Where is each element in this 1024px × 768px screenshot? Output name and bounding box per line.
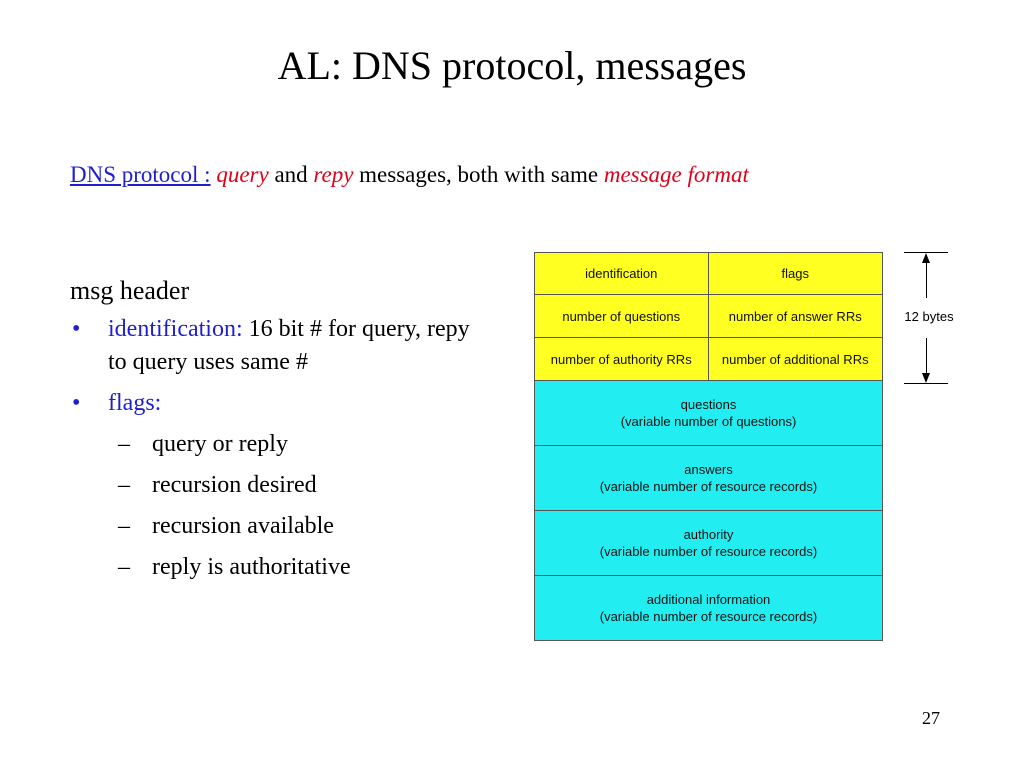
header-cell-num-authority-rrs: number of authority RRs xyxy=(534,338,709,381)
section-detail: (variable number of questions) xyxy=(620,414,797,429)
flag-item-text: recursion desired xyxy=(152,472,317,498)
and-word: and xyxy=(274,162,308,187)
header-size-bracket: 12 bytes xyxy=(904,252,954,384)
subtitle-line: DNS protocol : query and repy messages, … xyxy=(70,160,749,190)
header-cell-flags: flags xyxy=(708,252,883,295)
section-name: authority xyxy=(683,527,734,542)
section-name: questions xyxy=(680,397,737,412)
subtitle-middle-text: messages, both with same xyxy=(359,162,599,187)
section-name: additional information xyxy=(646,592,771,607)
flag-item: – recursion available xyxy=(70,510,470,543)
message-format-term: message format xyxy=(603,162,749,187)
bracket-bottom-tick xyxy=(904,383,948,384)
bullet-flags: • flags: xyxy=(70,387,470,420)
flag-item: – recursion desired xyxy=(70,469,470,502)
msg-header-section: msg header • identification: 16 bit # fo… xyxy=(70,274,470,592)
section-name: answers xyxy=(684,462,733,477)
bracket-top-tick xyxy=(904,252,948,253)
header-row: identification flags xyxy=(534,252,883,295)
msg-header-heading: msg header xyxy=(70,276,190,305)
header-row: number of authority RRs number of additi… xyxy=(534,338,883,381)
page-number: 27 xyxy=(922,708,940,728)
dash-icon: – xyxy=(118,472,130,498)
repy-term: repy xyxy=(313,162,354,187)
dns-message-format-diagram: identification flags number of questions… xyxy=(534,252,883,641)
dash-icon: – xyxy=(118,554,130,580)
header-row: number of questions number of answer RRs xyxy=(534,295,883,338)
bullet-dot-icon: • xyxy=(72,390,81,416)
query-term: query xyxy=(216,162,269,187)
flag-item-text: recursion available xyxy=(152,513,334,539)
header-size-label: 12 bytes xyxy=(904,309,954,324)
section-additional-information: additional information (variable number … xyxy=(534,576,883,641)
bracket-lower-line xyxy=(926,338,927,374)
arrow-down-icon xyxy=(922,373,930,383)
bullet-identification: • identification: 16 bit # for query, re… xyxy=(70,313,470,379)
section-detail: (variable number of resource records) xyxy=(599,479,818,494)
dns-protocol-link[interactable]: DNS protocol : xyxy=(70,162,211,187)
header-cell-num-questions: number of questions xyxy=(534,295,709,338)
flag-item-text: query or reply xyxy=(152,431,288,457)
dash-icon: – xyxy=(118,513,130,539)
bracket-upper-line xyxy=(926,262,927,298)
arrow-up-icon xyxy=(922,253,930,263)
section-authority: authority (variable number of resource r… xyxy=(534,511,883,576)
identification-term: identification: xyxy=(108,316,243,342)
dash-icon: – xyxy=(118,431,130,457)
bullet-dot-icon: • xyxy=(72,316,81,342)
section-detail: (variable number of resource records) xyxy=(599,609,818,624)
flag-item: – query or reply xyxy=(70,428,470,461)
header-cell-num-answer-rrs: number of answer RRs xyxy=(708,295,883,338)
section-answers: answers (variable number of resource rec… xyxy=(534,446,883,511)
section-questions: questions (variable number of questions) xyxy=(534,381,883,446)
header-cell-num-additional-rrs: number of additional RRs xyxy=(708,338,883,381)
section-detail: (variable number of resource records) xyxy=(599,544,818,559)
slide-title: AL: DNS protocol, messages xyxy=(277,43,747,88)
identification-text: 16 bit # for query, repy to query uses s… xyxy=(108,316,470,375)
flags-term: flags: xyxy=(108,390,162,416)
flag-item-text: reply is authoritative xyxy=(152,554,351,580)
header-cell-identification: identification xyxy=(534,252,709,295)
flag-item: – reply is authoritative xyxy=(70,551,470,584)
